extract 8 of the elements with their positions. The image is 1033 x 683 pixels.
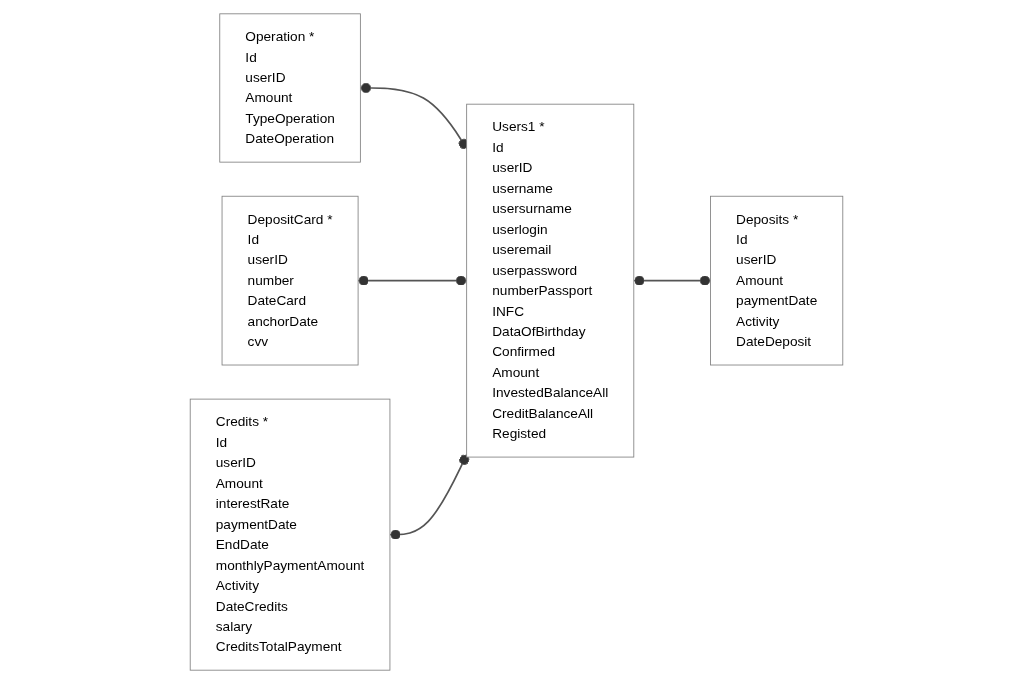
node-box: Deposits * Id userID Amount paymentDate Activity DateDeposit	[710, 195, 844, 365]
node-box: Users1 * Id userID username usersurname userlogin useremail userpassword numberPassport INFC DataOfBirthday Confirmed Amount InvestedBalanceAll CreditBalanceAll Registed	[466, 103, 635, 457]
node-box: Operation * Id userID Amount TypeOperation DateOperation	[219, 12, 361, 163]
connector	[632, 274, 712, 286]
connector	[389, 453, 470, 540]
node-box: DepositCard * Id userID number DateCard anchorDate cvv	[221, 195, 359, 365]
node-box: Credits * Id userID Amount interestRate paymentDate EndDate monthlyPaymentAmount Activity DateCredits salary CreditsTotalPayment	[189, 398, 391, 671]
connector	[357, 274, 468, 286]
